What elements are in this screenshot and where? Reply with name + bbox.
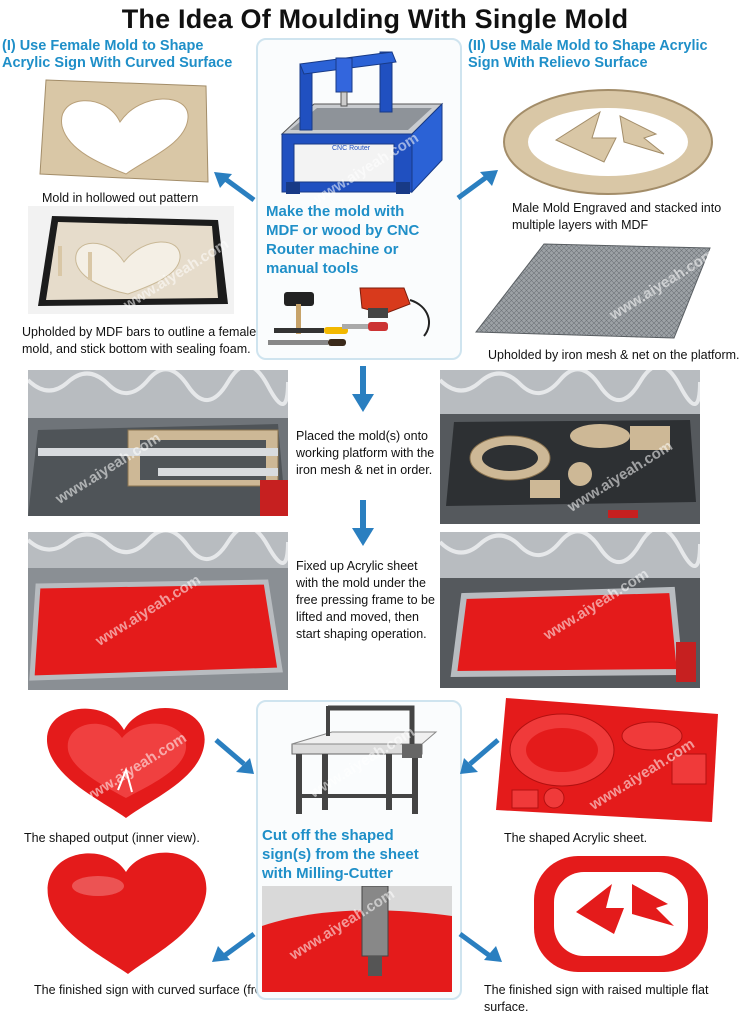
down-arrow-icon — [352, 366, 374, 412]
cnc-text-line: Router machine or — [266, 241, 399, 258]
caption-line: working platform with the — [296, 446, 435, 460]
platform-male-image: www.aiyeah.com — [440, 370, 700, 524]
shaped-sheet-image: www.aiyeah.com — [492, 692, 724, 828]
down-arrow-icon — [352, 500, 374, 546]
left-heading-line2: Acrylic Sign With Curved Surface — [2, 55, 233, 71]
right-heading-line2: Sign With Relievo Surface — [468, 55, 648, 71]
caption-line: Placed the mold(s) onto — [296, 429, 429, 443]
caption-line: multiple layers with MDF — [512, 218, 649, 232]
caption-placed: Placed the mold(s) onto working platform… — [296, 428, 438, 479]
caption-line: with the mold under the — [296, 576, 426, 590]
arrow-right-icon — [456, 168, 500, 202]
female-mold-image — [36, 78, 212, 188]
arrow-down-left-icon — [210, 930, 256, 964]
arrow-left-icon — [212, 170, 256, 204]
milling-text-line: sign(s) from the sheet — [262, 846, 419, 863]
cnc-panel — [256, 38, 462, 360]
acrylic-male-image: www.aiyeah.com — [440, 532, 700, 688]
caption-line: free pressing frame to be — [296, 593, 435, 607]
milling-instructions: Cut off the shaped sign(s) from the shee… — [262, 826, 454, 883]
caption-line: Male Mold Engraved and stacked into — [512, 201, 722, 215]
milling-machine-image: www.aiyeah.com — [262, 704, 452, 822]
shaped-output-image: www.aiyeah.com — [34, 700, 214, 822]
arrow-down-right-icon — [214, 736, 256, 776]
hand-tools-image — [264, 284, 452, 350]
arrow-down-right-icon — [458, 930, 504, 964]
caption-finished-curved: The finished sign with curved surface (f… — [34, 983, 309, 997]
page-title: The Idea Of Moulding With Single Mold — [121, 4, 629, 34]
caption-line: iron mesh & net in order. — [296, 463, 433, 477]
cnc-router-image: CNC Router www.aiyeah.com — [262, 42, 452, 208]
platform-female-image: www.aiyeah.com — [28, 370, 288, 516]
caption-male-mold: Male Mold Engraved and stacked into mult… — [512, 200, 732, 234]
caption-finished-flat: The finished sign with raised multiple f… — [484, 983, 709, 1014]
caption-upholded-mdf: Upholded by MDF bars to outline a female… — [22, 324, 262, 358]
right-heading-line1: (II) Use Male Mold to Shape Acrylic — [468, 38, 708, 54]
acrylic-female-image: www.aiyeah.com — [28, 532, 288, 690]
caption-line: Upholded by MDF bars to outline a female — [22, 325, 257, 339]
caption-line: start shaping operation. — [296, 627, 427, 641]
finished-heart-image — [38, 846, 214, 978]
cnc-router-label: CNC Router — [332, 145, 371, 152]
caption-line: mold, and stick bottom with sealing foam… — [22, 342, 251, 356]
caption-shaped-sheet: The shaped Acrylic sheet. — [504, 831, 648, 845]
left-heading: (I) Use Female Mold to Shape Acrylic Sig… — [2, 38, 262, 72]
cnc-instructions: Make the mold with MDF or wood by CNC Ro… — [266, 202, 454, 278]
milling-text-line: Cut off the shaped — [262, 827, 394, 844]
mdf-bars-mold-image: www.aiyeah.com — [28, 206, 234, 314]
caption-line: Fixed up Acrylic sheet — [296, 559, 418, 573]
cnc-text-line: Make the mold with — [266, 203, 405, 220]
left-heading-line1: (I) Use Female Mold to Shape — [2, 38, 204, 54]
caption-mold-hollow: Mold in hollowed out pattern — [42, 191, 199, 205]
milling-text-line: with Milling-Cutter — [262, 865, 393, 882]
male-mold-image — [496, 82, 722, 200]
right-heading: (II) Use Male Mold to Shape Acrylic Sign… — [468, 38, 748, 72]
caption-fixed: Fixed up Acrylic sheet with the mold und… — [296, 558, 446, 643]
finished-flat-sign-image — [528, 852, 714, 976]
arrow-down-left-icon — [458, 736, 500, 776]
caption-iron-mesh: Upholded by iron mesh & net on the platf… — [488, 348, 740, 362]
iron-mesh-image: www.aiyeah.com — [474, 238, 734, 340]
cnc-text-line: manual tools — [266, 260, 359, 277]
caption-line: lifted and moved, then — [296, 610, 419, 624]
caption-shaped-output: The shaped output (inner view). — [24, 831, 200, 845]
milling-cutter-image: www.aiyeah.com — [262, 886, 452, 992]
cnc-text-line: MDF or wood by CNC — [266, 222, 420, 239]
